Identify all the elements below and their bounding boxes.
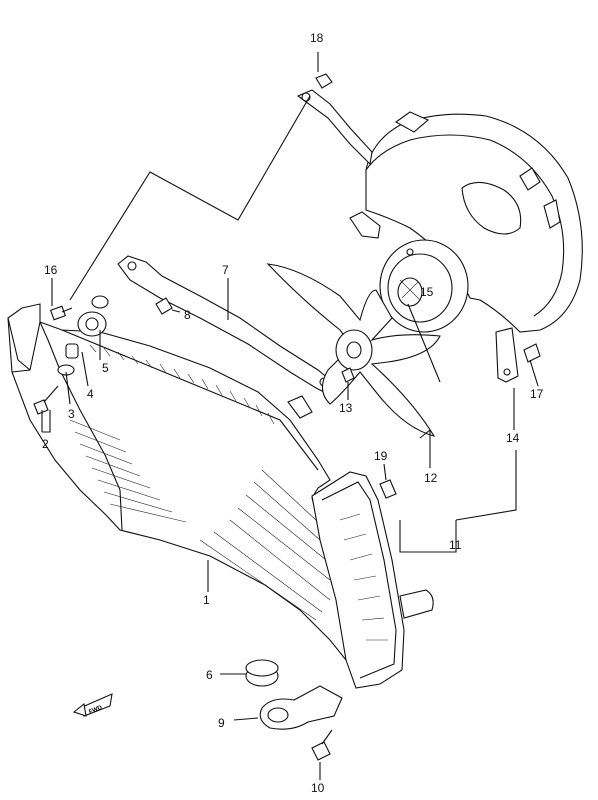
fwd-label: FWD — [88, 705, 104, 716]
small-hardware — [33, 73, 541, 761]
callout-5: 5 — [102, 361, 109, 375]
callout-7: 7 — [222, 263, 229, 277]
nut-8 — [155, 297, 173, 315]
leader-lines — [41, 52, 539, 780]
bolt-10 — [311, 741, 331, 761]
clip-19 — [379, 479, 397, 499]
callout-8: 8 — [184, 308, 191, 322]
radiator-side-tank — [311, 471, 434, 689]
radiator-fins — [69, 344, 331, 621]
callout-19: 19 — [374, 449, 388, 463]
callout-18: 18 — [310, 31, 324, 45]
fan-motor — [379, 239, 469, 333]
callout-13: 13 — [339, 401, 353, 415]
callout-10: 10 — [311, 781, 325, 795]
bracket-9 — [259, 685, 343, 730]
screw-13 — [341, 367, 355, 383]
callout-1: 1 — [203, 593, 210, 607]
callout-11: 11 — [449, 538, 462, 552]
callout-3: 3 — [68, 407, 75, 421]
callout-12: 12 — [424, 471, 438, 485]
fan-blade — [266, 263, 441, 437]
grommet-5 — [77, 311, 107, 337]
callout-6: 6 — [206, 668, 213, 682]
callout-16: 16 — [44, 263, 58, 277]
callout-17: 17 — [530, 387, 544, 401]
bolt-2 — [33, 399, 49, 415]
callout-14: 14 — [506, 431, 520, 445]
callout-4: 4 — [87, 387, 94, 401]
front-arrow-icon: FWD — [72, 693, 113, 717]
callout-labels: 1 2 3 4 5 6 7 8 9 10 11 12 13 14 15 16 1… — [42, 31, 544, 795]
callout-2: 2 — [42, 437, 49, 451]
collar-4 — [65, 343, 79, 359]
callout-9: 9 — [218, 716, 225, 730]
fan-shroud — [296, 89, 583, 383]
callout-15: 15 — [420, 285, 434, 299]
nut-18 — [315, 73, 333, 89]
bolt-16 — [49, 305, 67, 321]
bolt-17 — [523, 343, 541, 363]
